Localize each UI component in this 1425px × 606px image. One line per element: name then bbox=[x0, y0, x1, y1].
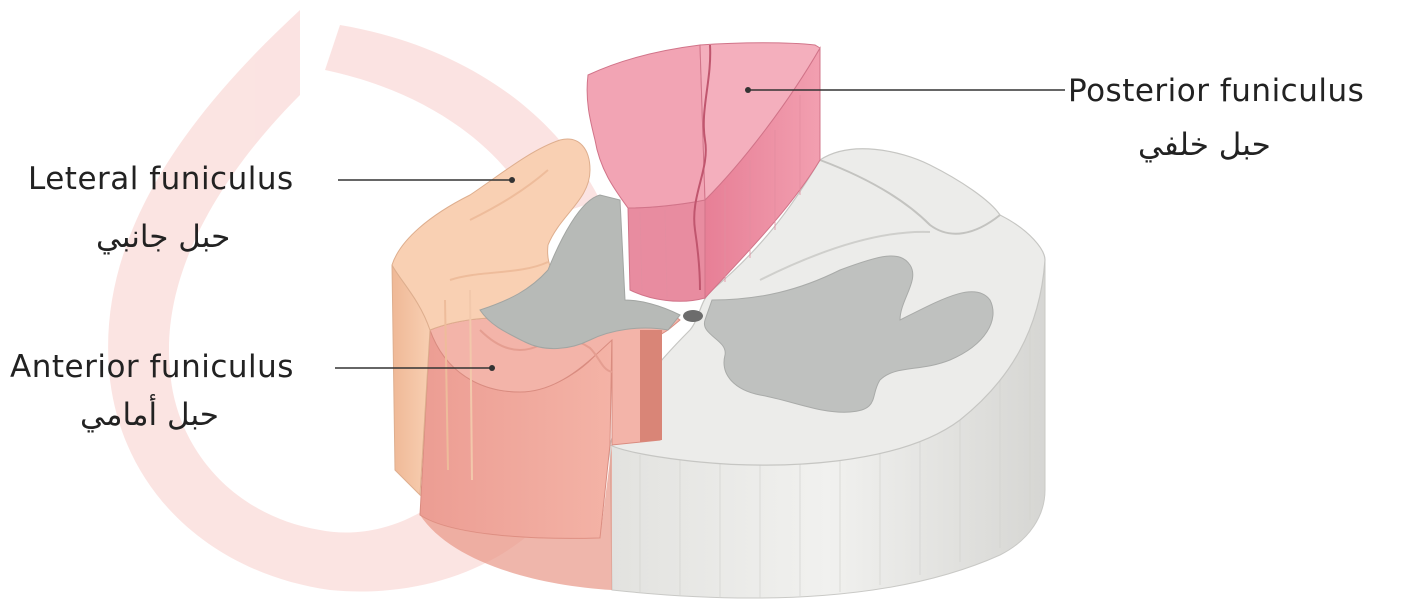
anterior-funiculus-label: Anterior funiculus bbox=[10, 352, 294, 383]
posterior-funiculus-label: Posterior funiculus bbox=[1068, 76, 1364, 107]
anterior-pointer-dot bbox=[489, 365, 495, 371]
lateral-funiculus-label: Leteral funiculus bbox=[28, 164, 294, 195]
posterior-pointer-dot bbox=[745, 87, 751, 93]
lateral-pointer-dot bbox=[509, 177, 515, 183]
anterior-funiculus-arabic-label: حبل أمامي bbox=[80, 400, 219, 431]
posterior-funiculus-arabic-label: حبل خلفي bbox=[1138, 130, 1271, 161]
lateral-funiculus-arabic-label: حبل جانبي bbox=[96, 222, 230, 253]
